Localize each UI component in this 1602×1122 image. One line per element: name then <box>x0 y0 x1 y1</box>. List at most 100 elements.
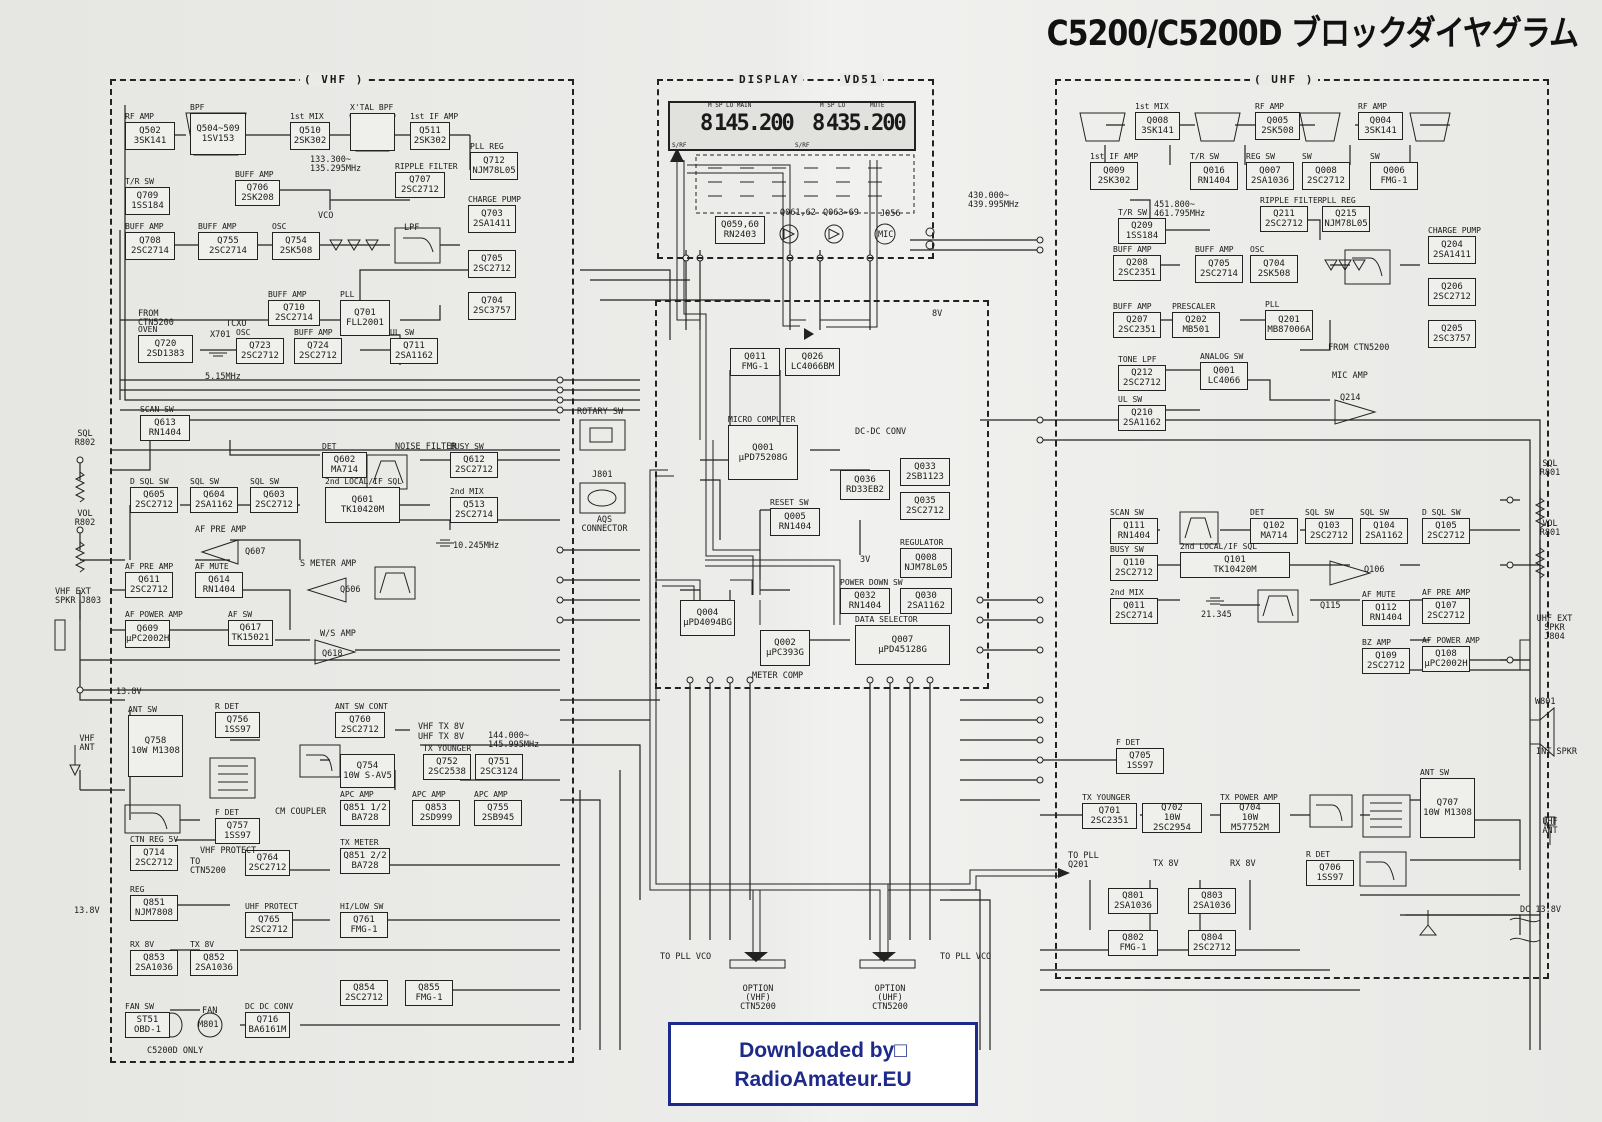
vhf-block-caption-q604: SQL SW <box>190 477 219 486</box>
vhf-block-caption-q752: TX YOUNGER <box>423 744 472 753</box>
uhf-vco-freq: 451.800~ 461.795MHz <box>1154 200 1206 219</box>
block-ref: Q701 <box>1098 806 1121 816</box>
uhf-block-caption-q202: PRESCALER <box>1172 302 1216 311</box>
block-part: 2SC2712 <box>1427 531 1465 541</box>
block-ref: Q852 <box>203 953 225 963</box>
block-part: 10W M1308 <box>131 746 180 756</box>
if-xtal-label: 10.245MHz <box>453 541 500 551</box>
block-part: 2SC2712 <box>345 993 383 1003</box>
block-part: TK10420M <box>1213 565 1257 575</box>
block-ref: Q026 <box>801 352 824 362</box>
uhf-block-caption-q209: T/R SW <box>1118 208 1147 217</box>
block-ref: Q705 <box>481 254 503 264</box>
vhf-block-caption-q712: PLL REG <box>470 142 504 151</box>
block-ref: Q851 1/2 <box>343 803 387 813</box>
block-ref: Q601 <box>351 495 374 505</box>
block-part: RD33EB2 <box>846 485 884 495</box>
vhf-sql-label: SQL R802 <box>74 429 96 448</box>
vhf-block-caption-q511: 1st IF AMP <box>410 112 459 121</box>
block-ref: Q011 <box>744 352 766 362</box>
q607-label: Q607 <box>245 547 266 557</box>
block-ref: Q751 <box>488 757 510 767</box>
block-part: 2SC2712 <box>341 725 379 735</box>
vhf-block-caption-q754: OSC <box>272 222 287 231</box>
j056-label: J056 <box>880 209 901 219</box>
s-meter-amp-label: S METER AMP <box>300 559 357 569</box>
to-ctn-label: TO CTN5200 <box>190 857 226 876</box>
block-ref: Q707 <box>1436 798 1459 808</box>
dc-dc-conv-label: DC-DC CONV <box>855 427 907 437</box>
block-ref: Q008 <box>915 553 937 563</box>
block-ref: Q711 <box>403 341 425 351</box>
block-part: 3SK141 <box>133 136 167 146</box>
block-ref: Q764 <box>256 853 279 863</box>
control-section <box>655 300 989 689</box>
uhf-block-caption-q104: SQL SW <box>1360 508 1389 517</box>
block-ref: Q204 <box>1441 240 1463 250</box>
q063-label: Q063~69 <box>823 208 859 218</box>
block-ref: Q708 <box>139 236 161 246</box>
option-uhf-label: OPTION (UHF) CTN5200 <box>872 984 908 1012</box>
download-watermark: Downloaded by□ RadioAmateur.EU <box>668 1022 978 1106</box>
block-ref: Q011 <box>1123 601 1145 611</box>
block-ref: Q754 <box>285 236 307 246</box>
xtal-freq-label: 5.15MHz <box>205 372 241 382</box>
block-ref: Q705 <box>1208 259 1230 269</box>
block-ref: Q710 <box>283 303 305 313</box>
block-ref: Q211 <box>1273 209 1295 219</box>
vhf-section-label: ( VHF ) <box>300 73 369 86</box>
fan-label: FAN <box>202 1006 218 1016</box>
right-frequency: 435.200 <box>826 111 907 136</box>
mic-amp-label: MIC AMP <box>1332 371 1368 381</box>
block-ref: Q716 <box>256 1015 279 1025</box>
block-part: NJM78L05 <box>1324 219 1368 229</box>
block-part: μPC2002H <box>1424 659 1468 669</box>
block-part: 3SK141 <box>1364 126 1397 136</box>
block-part: 2SC3757 <box>1433 334 1471 344</box>
block-ref: Q802 <box>1122 933 1144 943</box>
block-part: 2SA1162 <box>195 500 233 510</box>
block-part: RN1404 <box>1117 531 1151 541</box>
block-ref: Q205 <box>1441 324 1463 334</box>
block-part: 2SC2712 <box>1367 661 1405 671</box>
block-ref: Q617 <box>239 623 262 633</box>
uhf-block-caption-q111: SCAN SW <box>1110 508 1144 517</box>
display-section-label: DISPLAY <box>735 73 804 86</box>
block-ref: Q210 <box>1131 408 1153 418</box>
block-part: 2SC2712 <box>130 585 168 595</box>
block-part: FMG-1 <box>415 993 443 1003</box>
uhf-section-label: ( UHF ) <box>1250 73 1319 86</box>
block-ref: Q760 <box>349 715 371 725</box>
block-part: 2SA1036 <box>1193 901 1231 911</box>
